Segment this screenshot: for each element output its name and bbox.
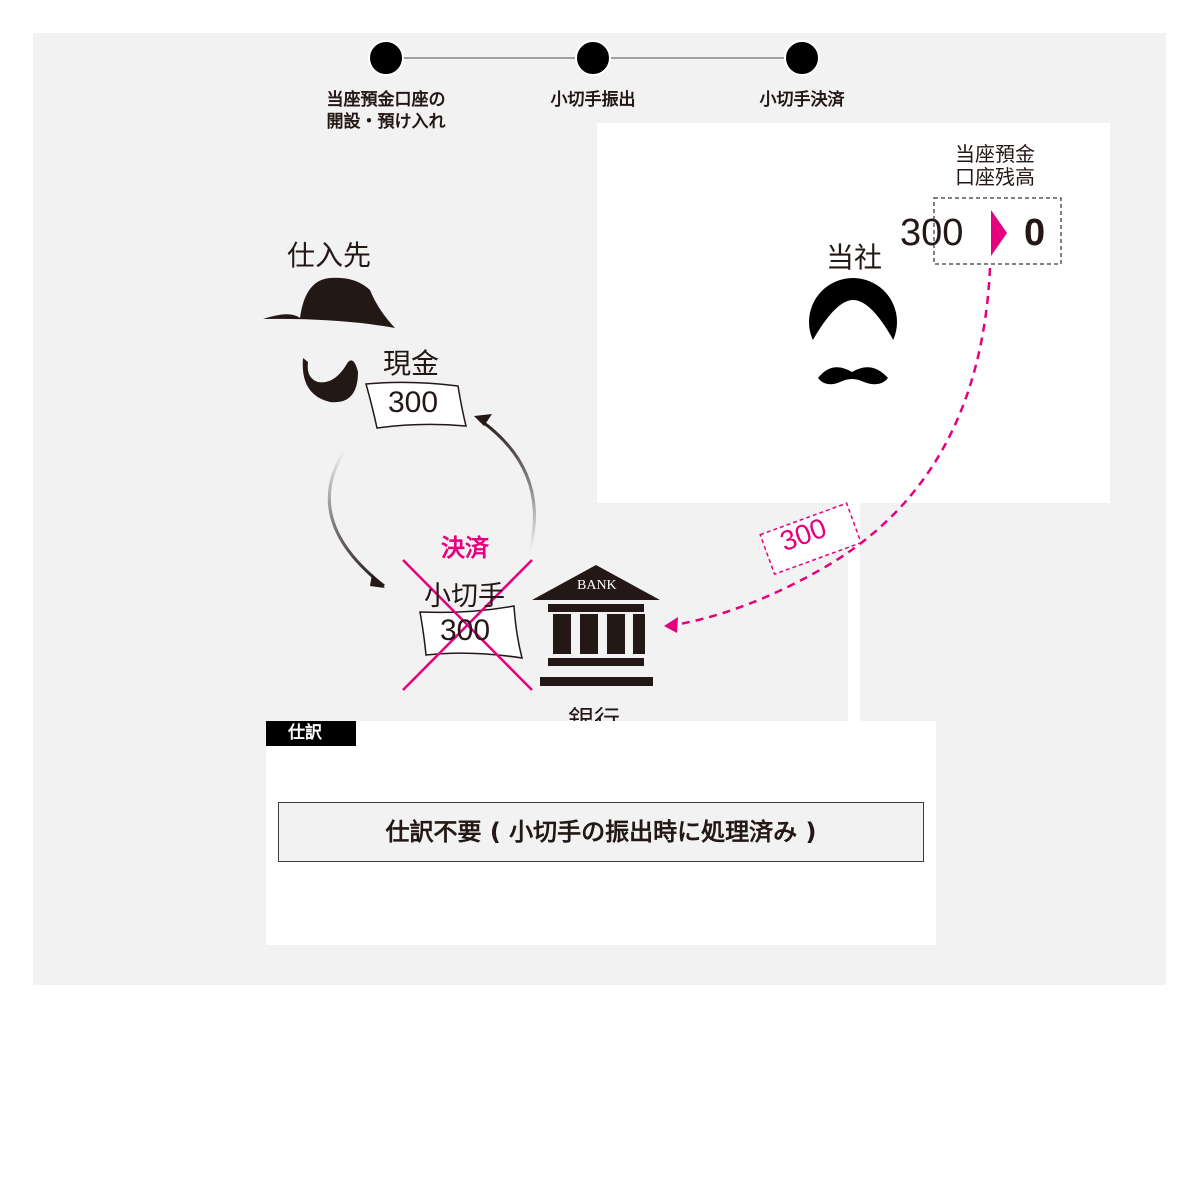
check-label: 小切手 xyxy=(424,581,505,612)
cash-amount: 300 xyxy=(388,386,439,419)
transfer-bill xyxy=(759,502,862,576)
connector-bar xyxy=(848,503,860,721)
payment-arrow-head-icon xyxy=(664,617,678,633)
step-timeline xyxy=(368,40,820,76)
cash-bill xyxy=(365,381,467,429)
step-label-2: 小切手振出 xyxy=(550,90,636,110)
payment-flow-line xyxy=(667,267,992,628)
step-label-1: 当座預金口座の開設・預け入れ xyxy=(326,90,446,132)
cash-label: 現金 xyxy=(383,347,440,380)
arrow-head-left-icon xyxy=(370,574,385,588)
bank-sign: BANK xyxy=(577,578,617,593)
bank-icon xyxy=(532,565,660,686)
company-person-icon xyxy=(809,278,897,385)
arrow-cash-to-check xyxy=(327,449,385,588)
check-status: 決済 xyxy=(441,534,489,562)
step-dot-1 xyxy=(368,40,404,76)
step-dot-3 xyxy=(784,40,820,76)
supplier-label: 仕入先 xyxy=(287,239,372,272)
step-label-3: 小切手決済 xyxy=(759,90,845,110)
balance-label: 当座預金口座残高 xyxy=(955,142,1035,189)
cross-line-2 xyxy=(402,559,533,691)
arrow-head-right-icon xyxy=(474,414,492,426)
check-amount: 300 xyxy=(440,614,491,647)
company-label: 当社 xyxy=(826,241,883,274)
supplier-person-icon xyxy=(263,277,395,403)
arrow-check-to-cash xyxy=(479,418,536,551)
balance-change-arrow-icon xyxy=(991,210,1007,256)
balance-after: 0 xyxy=(1024,212,1046,254)
step-dot-2 xyxy=(575,40,611,76)
balance-frame xyxy=(933,197,1062,265)
balance-before: 300 xyxy=(900,212,964,254)
journal-entry: 仕訳不要 ( 小切手の振出時に処理済み ) xyxy=(278,802,924,862)
journal-tag: 仕訳 xyxy=(266,721,356,746)
